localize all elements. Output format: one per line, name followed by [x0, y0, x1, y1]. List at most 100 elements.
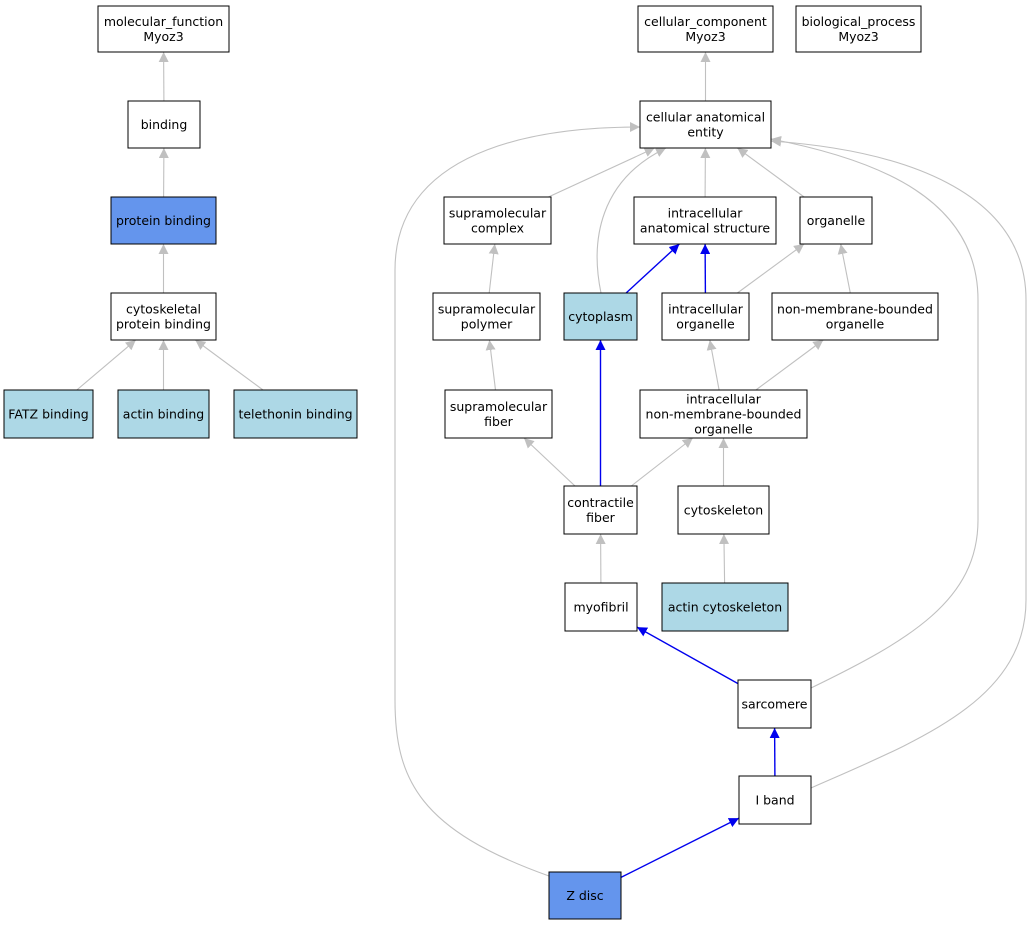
edge-z-disc-to-cellular-anatomical-entity	[394, 122, 641, 877]
node-label: cytoskeleton	[684, 503, 763, 518]
node-label: intracellular	[686, 392, 762, 407]
edge-z-disc-to-i-band	[620, 817, 740, 879]
edge-supramolecular-complex-to-cellular-anatomical-entity	[548, 147, 655, 198]
node-box	[677, 485, 770, 535]
node-label: cytoplasm	[568, 309, 633, 324]
node-box	[127, 100, 201, 149]
node-telethonin-binding[interactable]: telethonin binding	[233, 389, 358, 439]
node-label: binding	[141, 117, 188, 132]
node-box	[639, 389, 808, 439]
node-box	[771, 292, 939, 341]
node-sarcomere[interactable]: sarcomere	[737, 679, 812, 729]
node-cytoplasm[interactable]: cytoplasm	[563, 292, 638, 341]
node-label: organelle	[826, 317, 885, 332]
node-label: supramolecular	[449, 206, 547, 221]
node-fatz-binding[interactable]: FATZ binding	[3, 389, 94, 439]
node-box	[563, 485, 638, 535]
node-box	[563, 292, 638, 341]
node-box	[117, 389, 210, 439]
node-box	[738, 775, 812, 825]
node-box	[432, 292, 541, 341]
node-label: contractile	[567, 495, 634, 510]
node-label: entity	[687, 125, 724, 140]
node-box	[639, 100, 772, 149]
node-box	[97, 5, 230, 53]
edge-sarcomere-to-myofibril	[636, 626, 739, 685]
edge-cytoplasm-to-intracellular-anatomical-structure	[625, 243, 680, 294]
node-actin-binding[interactable]: actin binding	[117, 389, 210, 439]
node-label: polymer	[461, 317, 513, 332]
node-label: non-membrane-bounded	[646, 407, 802, 422]
node-box	[637, 5, 774, 53]
node-label: organelle	[676, 317, 735, 332]
node-label: supramolecular	[438, 302, 536, 317]
node-label: supramolecular	[450, 399, 548, 414]
edge-intracellular-nmbo-to-non-membrane-bounded-organelle	[755, 339, 824, 391]
node-label: non-membrane-bounded	[777, 302, 933, 317]
node-label: Myoz3	[143, 29, 183, 44]
edge-supramolecular-fiber-to-supramolecular-polymer	[485, 339, 497, 391]
edge-intracellular-nmbo-to-intracellular-organelle	[706, 339, 720, 391]
node-label: Myoz3	[838, 29, 878, 44]
edge-contractile-fiber-to-intracellular-nmbo	[630, 437, 694, 487]
edge-organelle-to-cellular-anatomical-entity	[737, 147, 805, 198]
node-label: actin cytoskeleton	[668, 600, 782, 615]
node-box	[3, 389, 94, 439]
node-label: cytoskeletal	[126, 302, 201, 317]
node-box	[233, 389, 358, 439]
node-protein-binding[interactable]: protein binding	[110, 196, 217, 245]
node-cytoskeleton[interactable]: cytoskeleton	[677, 485, 770, 535]
node-intracellular-nmbo[interactable]: intracellularnon-membrane-boundedorganel…	[639, 389, 808, 439]
node-label: cellular anatomical	[646, 110, 765, 125]
node-box	[661, 582, 789, 632]
node-box	[443, 196, 552, 245]
node-box	[444, 389, 553, 439]
node-box	[737, 679, 812, 729]
node-box	[633, 196, 777, 245]
node-label: molecular_function	[104, 14, 223, 29]
node-label: organelle	[694, 422, 753, 437]
node-i-band[interactable]: I band	[738, 775, 812, 825]
node-label: intracellular	[668, 206, 744, 221]
node-label: sarcomere	[742, 697, 808, 712]
node-box	[799, 196, 873, 245]
node-label: myofibril	[573, 600, 628, 615]
node-label: actin binding	[123, 407, 204, 422]
node-z-disc[interactable]: Z disc	[548, 871, 622, 920]
edge-non-membrane-bounded-organelle-to-organelle	[837, 243, 851, 294]
node-label: biological_process	[802, 14, 916, 29]
node-actin-cytoskeleton[interactable]: actin cytoskeleton	[661, 582, 789, 632]
node-myofibril[interactable]: myofibril	[564, 582, 638, 632]
node-label: anatomical structure	[640, 221, 770, 236]
edge-supramolecular-polymer-to-supramolecular-complex	[488, 243, 499, 294]
node-label: fiber	[586, 510, 615, 525]
edge-sarcomere-to-cellular-anatomical-entity	[770, 135, 979, 689]
node-label: complex	[471, 221, 524, 236]
edge-telethonin-binding-to-cytoskeletal-protein-binding	[194, 339, 264, 391]
node-binding[interactable]: binding	[127, 100, 201, 149]
node-label: cellular_component	[644, 14, 767, 29]
node-label: protein binding	[116, 213, 211, 228]
edge-cytoplasm-to-cellular-anatomical-entity	[596, 147, 667, 294]
node-label: Z disc	[566, 888, 603, 903]
node-box	[661, 292, 750, 341]
node-label: telethonin binding	[238, 407, 352, 422]
node-label: FATZ binding	[8, 407, 88, 422]
node-box	[564, 582, 638, 632]
node-organelle[interactable]: organelle	[799, 196, 873, 245]
node-box	[110, 292, 217, 341]
